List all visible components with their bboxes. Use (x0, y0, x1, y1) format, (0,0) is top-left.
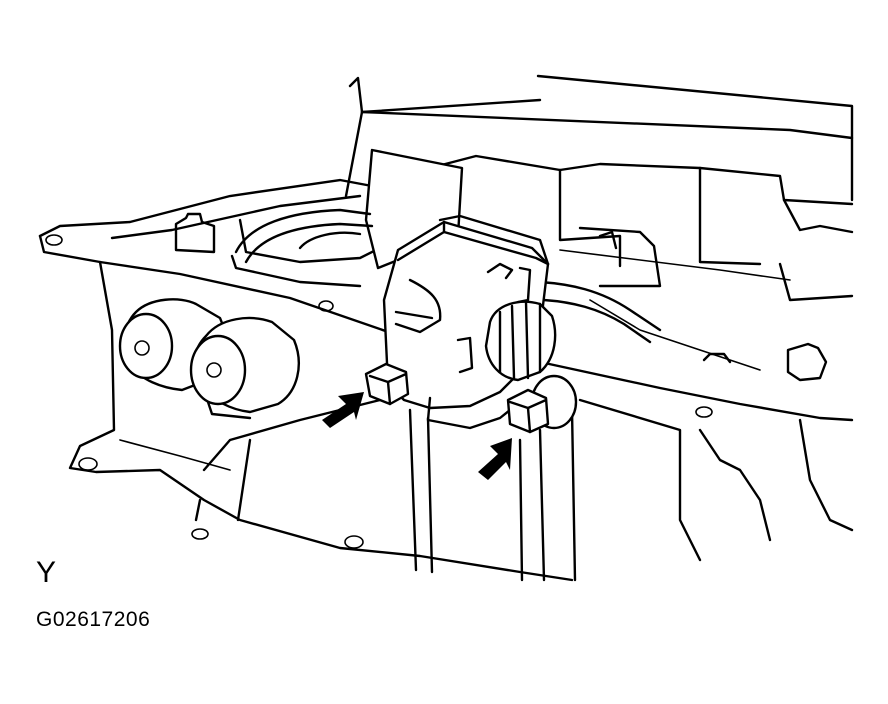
sensor-connector (484, 300, 557, 382)
bolt-holes (45, 234, 713, 549)
upper-housing (344, 74, 854, 302)
view-label: Y (36, 556, 57, 589)
solenoid-left (118, 298, 227, 392)
harness (234, 208, 662, 344)
arrow-icon (478, 438, 512, 480)
arrow-icon (322, 392, 364, 428)
figure-code: G02617206 (36, 608, 151, 631)
solenoid-right (189, 316, 300, 420)
bosses (174, 212, 828, 382)
bolt-left (364, 362, 410, 406)
bolt-right (506, 374, 578, 434)
